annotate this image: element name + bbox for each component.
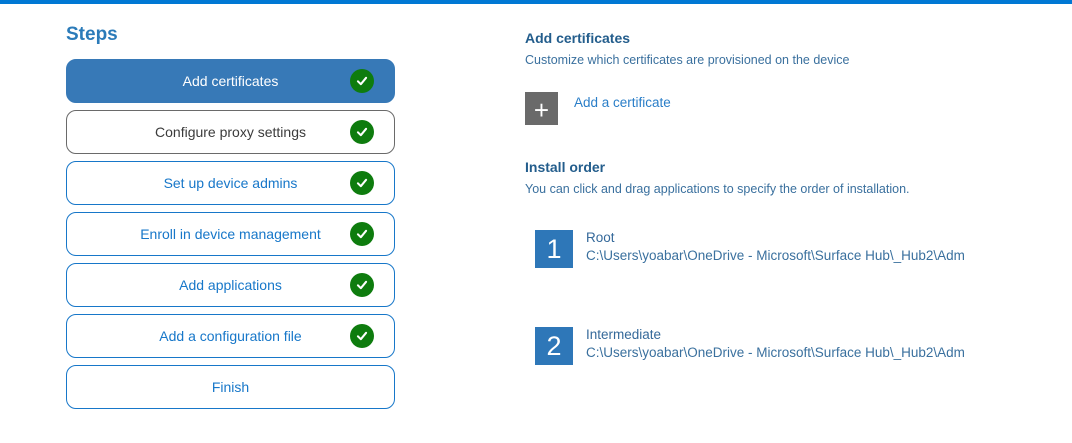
steps-heading: Steps bbox=[66, 24, 118, 45]
add-certificate-button[interactable]: + Add a certificate bbox=[525, 92, 671, 125]
install-order-subtitle: You can click and drag applications to s… bbox=[525, 182, 910, 196]
step-label: Configure proxy settings bbox=[155, 124, 306, 140]
step-label: Set up device admins bbox=[163, 175, 298, 191]
step-enroll-in-device-management[interactable]: Enroll in device management bbox=[66, 212, 395, 256]
certificate-path: C:\Users\yoabar\OneDrive - Microsoft\Sur… bbox=[586, 345, 965, 360]
plus-icon: + bbox=[525, 92, 558, 125]
order-number-badge: 2 bbox=[535, 327, 573, 365]
check-icon bbox=[350, 273, 374, 297]
step-label: Finish bbox=[211, 379, 250, 395]
step-label: Add certificates bbox=[182, 73, 279, 89]
step-finish[interactable]: Finish bbox=[66, 365, 395, 409]
check-icon bbox=[350, 222, 374, 246]
step-add-applications[interactable]: Add applications bbox=[66, 263, 395, 307]
section-title: Add certificates bbox=[525, 30, 631, 46]
install-order-item[interactable]: 1 Root C:\Users\yoabar\OneDrive - Micros… bbox=[535, 230, 965, 268]
step-label: Enroll in device management bbox=[140, 226, 321, 242]
top-accent-bar bbox=[0, 0, 1072, 4]
step-add-certificates[interactable]: Add certificates bbox=[66, 59, 395, 103]
certificate-path: C:\Users\yoabar\OneDrive - Microsoft\Sur… bbox=[586, 248, 965, 263]
order-item-text: Intermediate C:\Users\yoabar\OneDrive - … bbox=[586, 326, 965, 362]
check-icon bbox=[350, 120, 374, 144]
add-certificate-label: Add a certificate bbox=[574, 95, 671, 110]
check-icon bbox=[350, 69, 374, 93]
steps-panel: Steps Add certificates Configure proxy s… bbox=[66, 24, 395, 416]
step-add-a-configuration-file[interactable]: Add a configuration file bbox=[66, 314, 395, 358]
order-number-badge: 1 bbox=[535, 230, 573, 268]
step-label: Add a configuration file bbox=[159, 328, 302, 344]
install-order-item[interactable]: 2 Intermediate C:\Users\yoabar\OneDrive … bbox=[535, 327, 965, 365]
section-subtitle: Customize which certificates are provisi… bbox=[525, 53, 850, 67]
install-order-heading: Install order bbox=[525, 159, 606, 175]
step-set-up-device-admins[interactable]: Set up device admins bbox=[66, 161, 395, 205]
check-icon bbox=[350, 171, 374, 195]
check-icon bbox=[350, 324, 374, 348]
certificate-name: Root bbox=[586, 230, 615, 245]
order-item-text: Root C:\Users\yoabar\OneDrive - Microsof… bbox=[586, 229, 965, 265]
step-label: Add applications bbox=[179, 277, 282, 293]
certificate-name: Intermediate bbox=[586, 327, 662, 342]
content-panel: Add certificates Customize which certifi… bbox=[525, 30, 1055, 365]
step-configure-proxy-settings[interactable]: Configure proxy settings bbox=[66, 110, 395, 154]
